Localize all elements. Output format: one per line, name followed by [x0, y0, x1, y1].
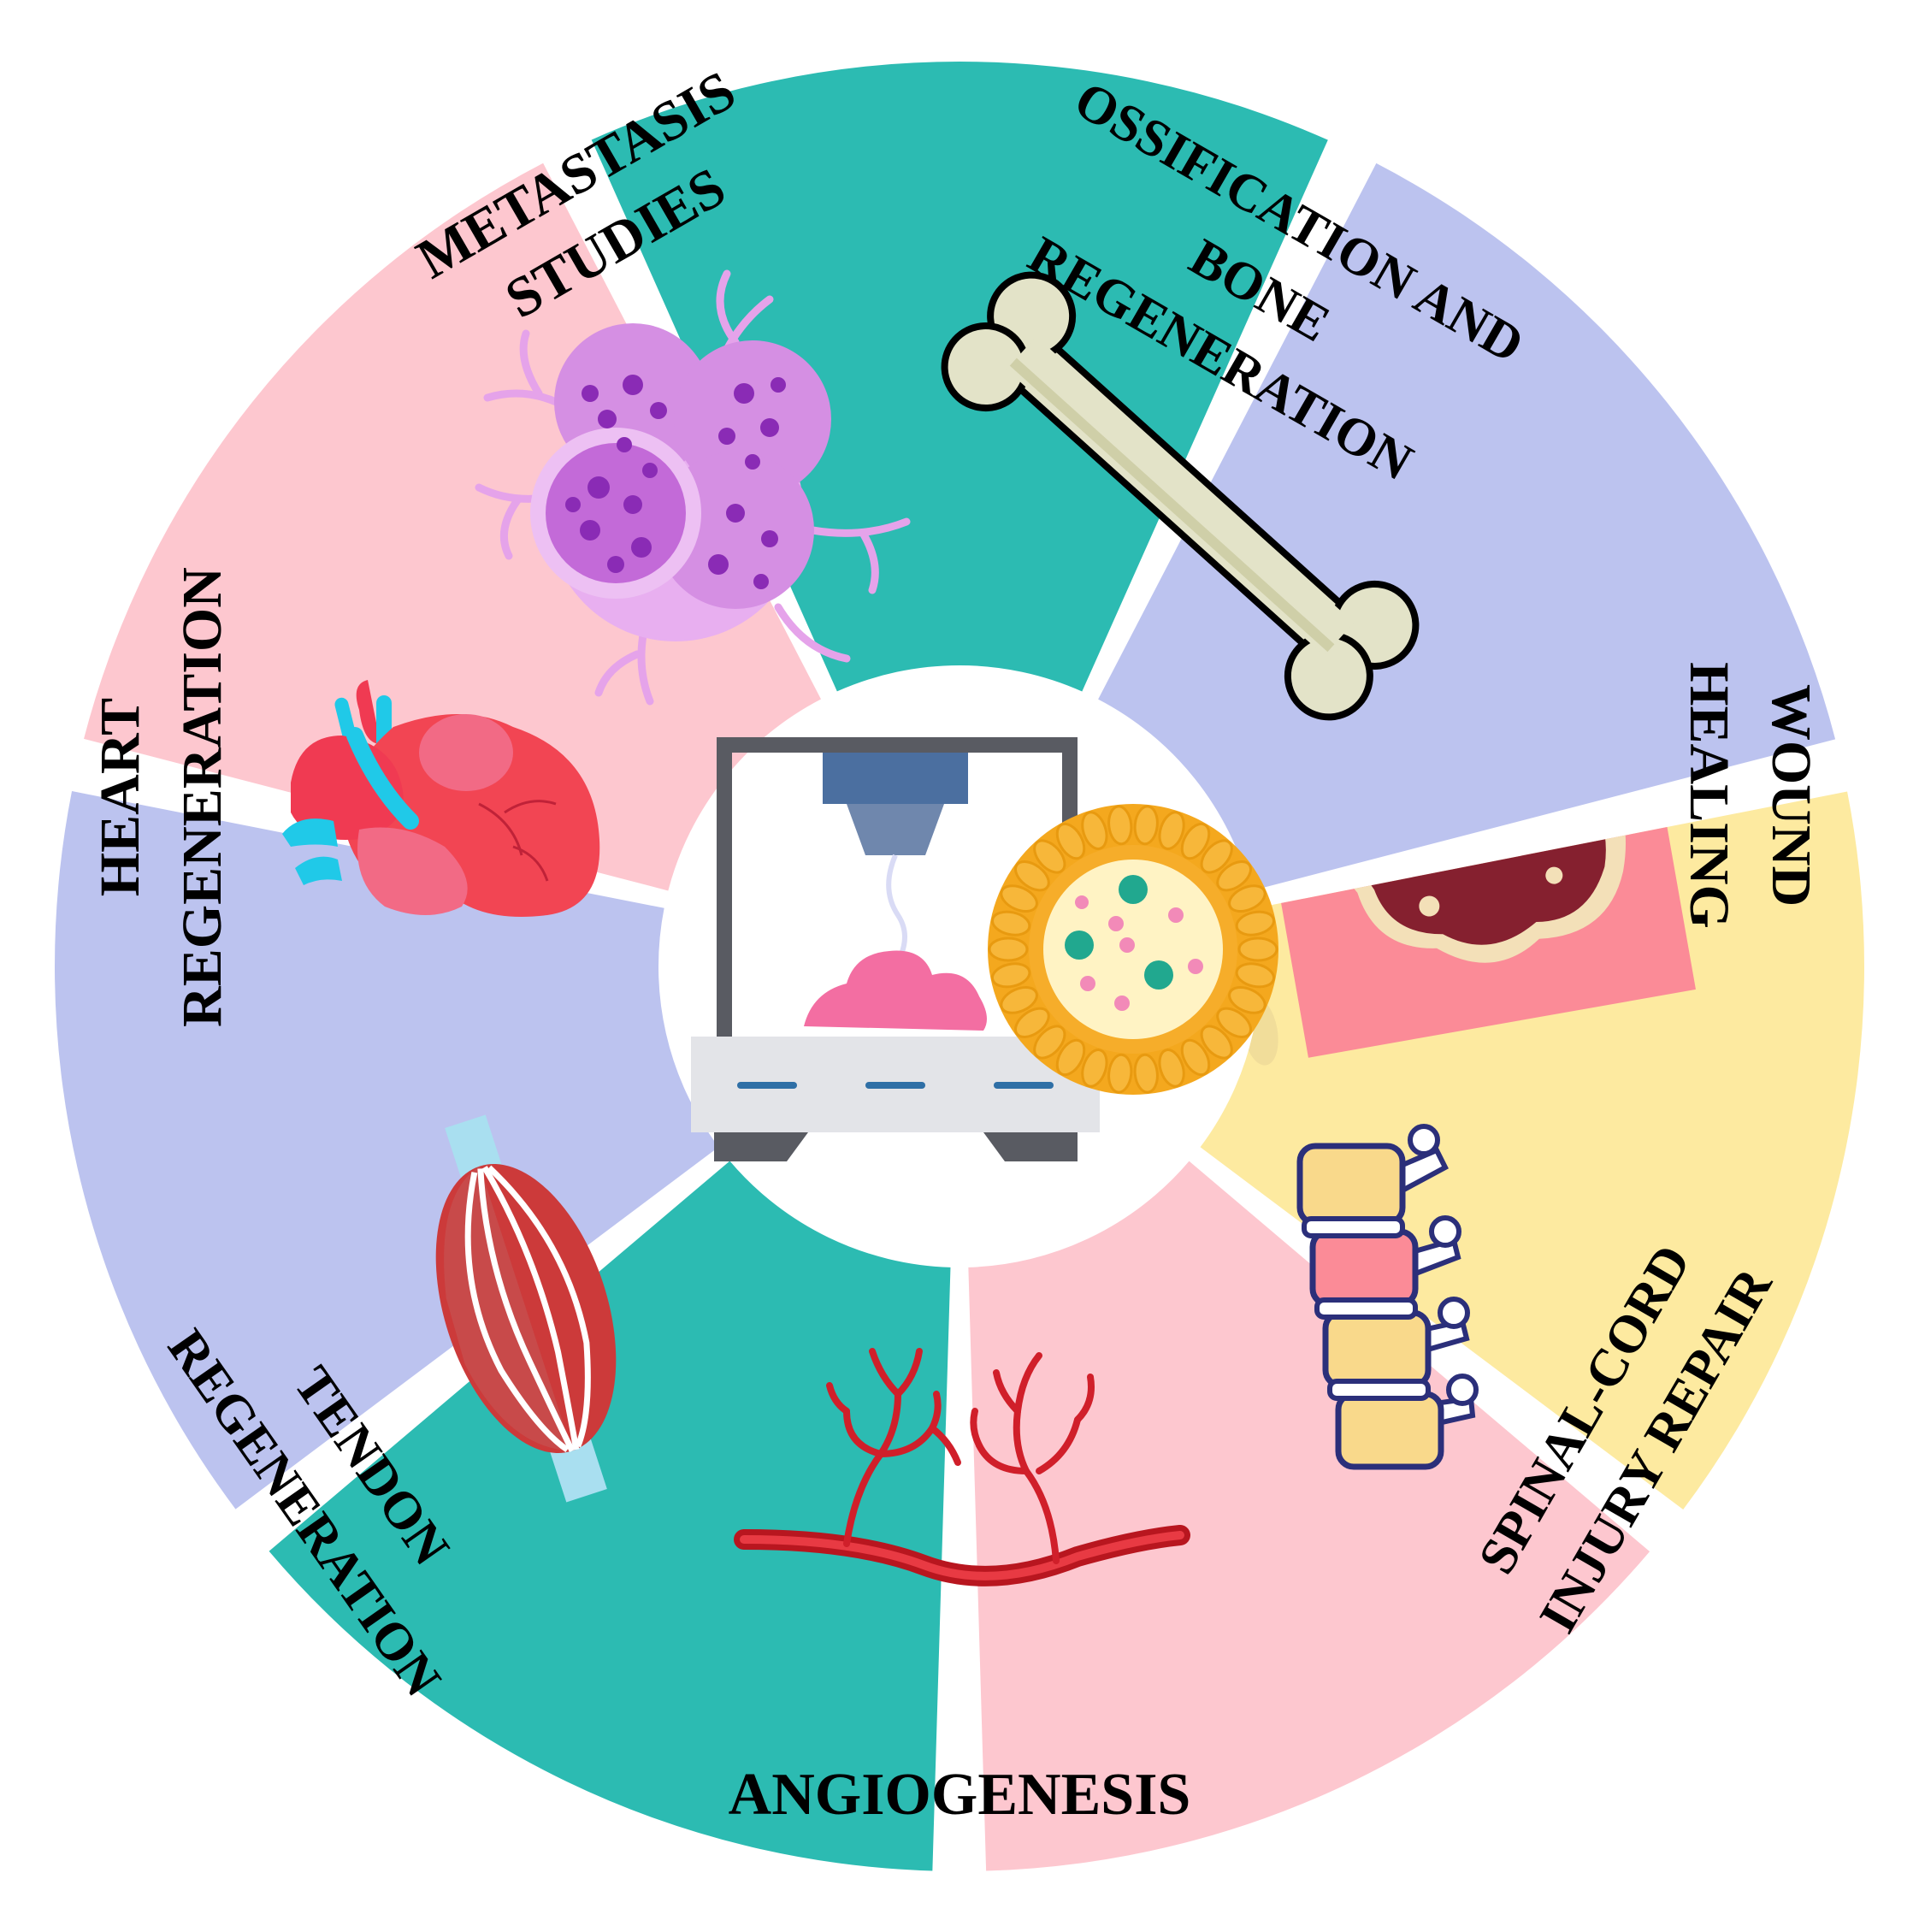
label-line: REGENERATION [171, 567, 233, 1027]
lipid-bead [1200, 1025, 1233, 1060]
lipid-bead [1107, 1053, 1133, 1094]
segment-spinal-cord-injury-repair [968, 1161, 1650, 1871]
heart-icon [282, 680, 600, 917]
label-heart-regeneration: HEART REGENERATION [89, 567, 233, 1027]
lipid-bead [1237, 936, 1278, 962]
lipid-bead [1216, 1007, 1252, 1038]
3d-bioprinter-icon [691, 737, 1100, 1161]
segment-ossification-bone-regeneration [1098, 162, 1836, 891]
label-wound-healing: WOUND HEALING [1678, 662, 1822, 929]
lipid-bead [1014, 860, 1050, 892]
lipid-bead [1055, 822, 1086, 860]
segment-tendon-regeneration [55, 791, 719, 1510]
segment-angiogenesis [269, 1161, 951, 1871]
label-line: ANGIOGENESIS [729, 1762, 1191, 1828]
lipid-bead [1158, 1049, 1185, 1088]
lipid-bead [1200, 839, 1233, 874]
blood-vessel-icon [734, 1348, 1190, 1586]
lipid-bead [1180, 822, 1211, 860]
label-line: HEART [89, 698, 151, 896]
lipid-bead [1055, 1038, 1086, 1077]
lipid-bead [1228, 986, 1267, 1014]
lipid-bead [1133, 1053, 1159, 1094]
liposome-nanoparticle-icon [988, 804, 1278, 1095]
lipid-bead [1133, 805, 1159, 846]
lipid-bead [991, 910, 1031, 936]
tumor-cells-icon [475, 269, 911, 706]
lipid-bead [1033, 839, 1066, 874]
lipid-bead [991, 962, 1031, 989]
lipid-bead [988, 936, 1029, 962]
lipid-bead [1081, 1049, 1108, 1088]
lipid-bead [1000, 884, 1038, 913]
lipid-bead [1235, 910, 1275, 936]
lipid-bead [1228, 884, 1267, 913]
lipid-bead [1000, 986, 1038, 1014]
lipid-bead [1180, 1038, 1211, 1077]
label-line: HEALING [1678, 662, 1740, 929]
lipid-bead [1216, 860, 1252, 892]
lipid-bead [1235, 962, 1275, 989]
label-angiogenesis: ANGIOGENESIS [729, 1762, 1191, 1828]
lipid-bead [1158, 811, 1185, 850]
label-line: WOUND [1760, 684, 1822, 907]
lipid-bead [1033, 1025, 1066, 1060]
muscle-tendon-icon [435, 1114, 617, 1503]
bone-icon [941, 271, 1420, 721]
lipid-bead [1107, 805, 1133, 846]
lipid-bead [1081, 811, 1108, 850]
spine-icon [1296, 1124, 1479, 1470]
lipid-bead [1014, 1007, 1050, 1038]
